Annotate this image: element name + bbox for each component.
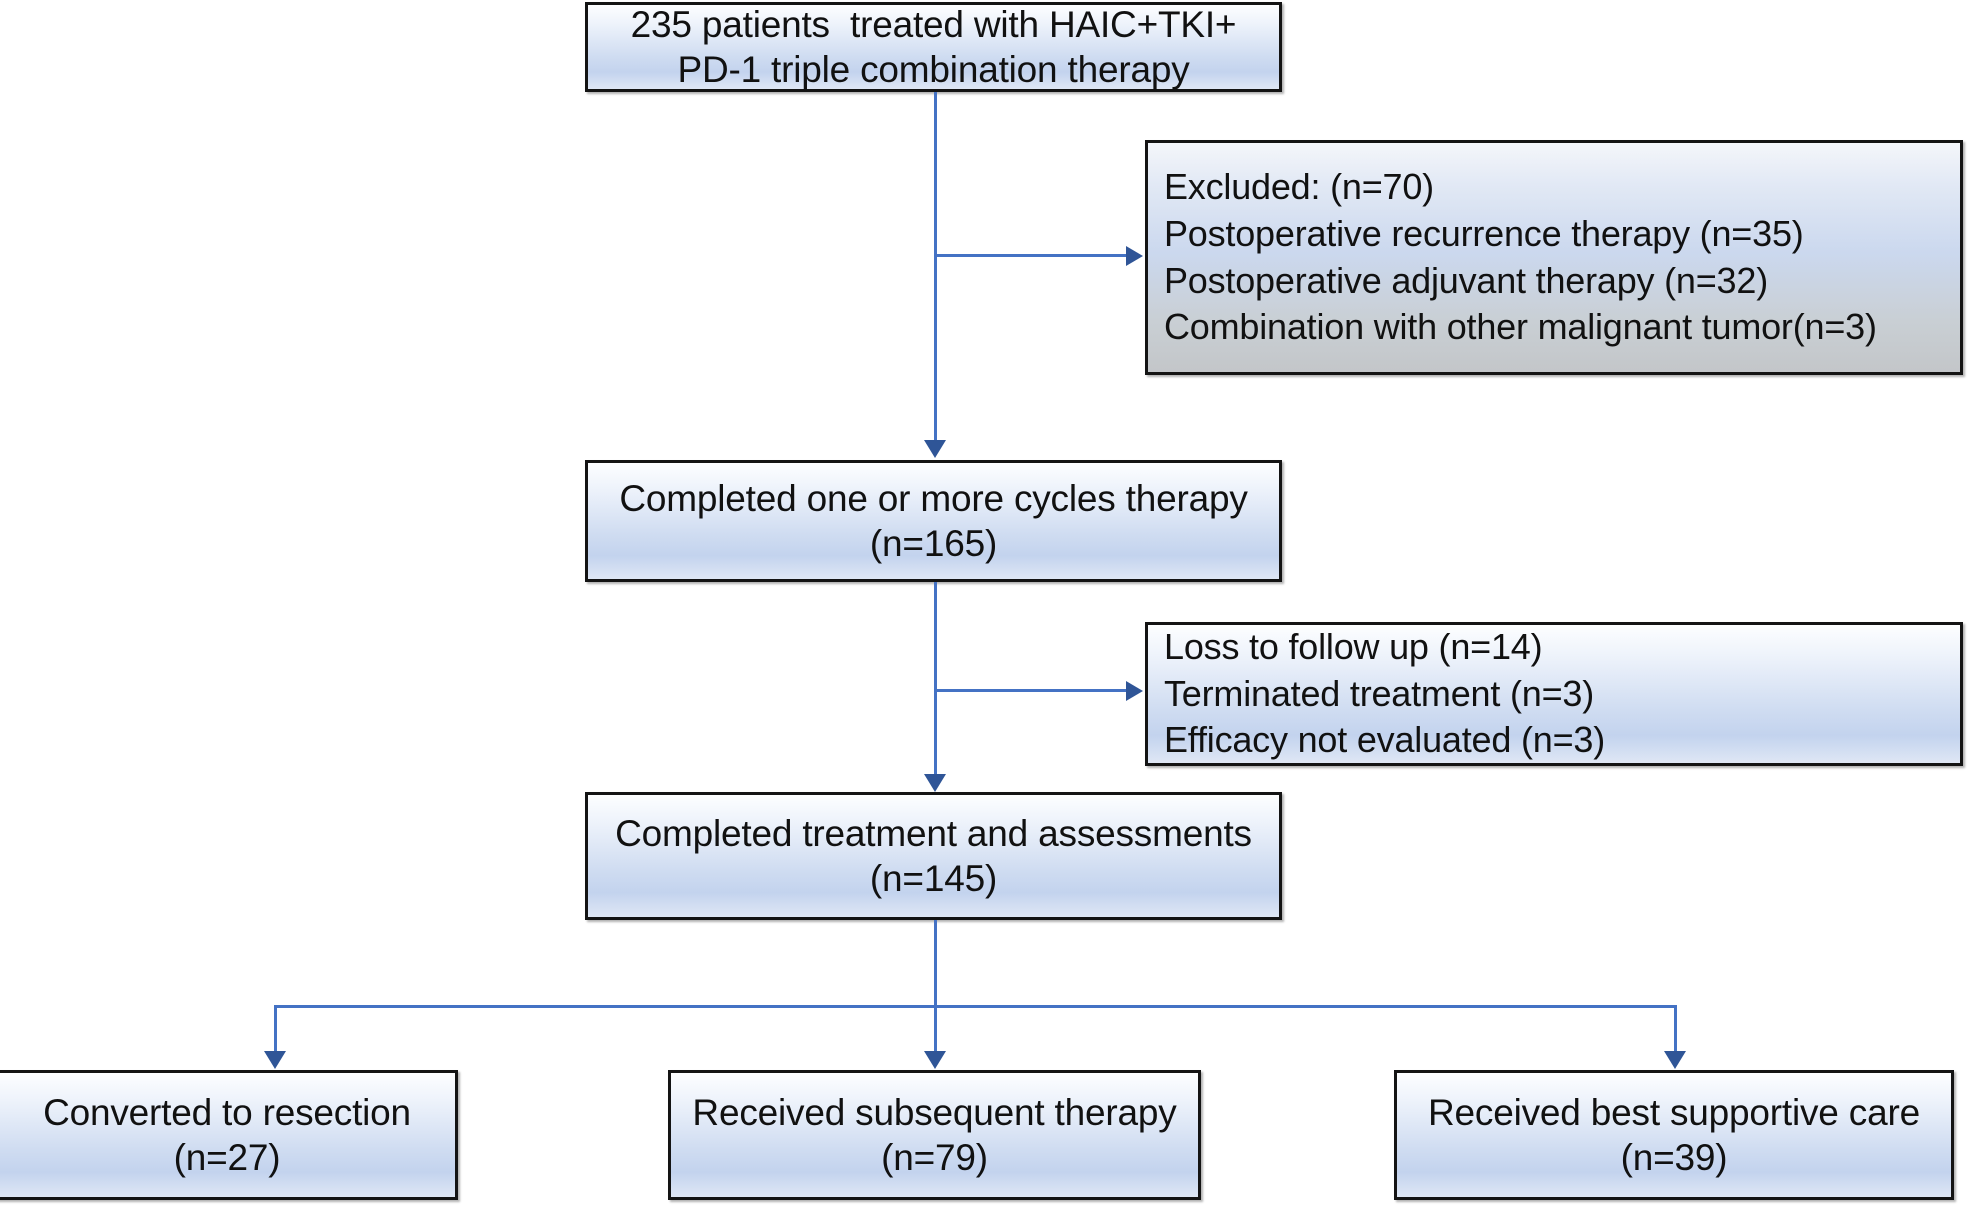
arrowhead-enrolled-to-cycles [924,440,946,458]
node-enrolled: 235 patients treated with HAIC+TKI+ PD-1… [585,2,1282,92]
connector-enrolled-to-cycles [934,92,937,442]
node-completed-cycles-line-1: Completed one or more cycles therapy [619,477,1248,519]
node-excluded-2-line-3: Efficacy not evaluated (n=3) [1164,719,1606,761]
arrowhead-cycles-to-assessments [924,774,946,792]
connector-to-converted-resection [274,1005,277,1055]
connector-split-bar [274,1005,1677,1008]
arrowhead-to-converted-resection [264,1051,286,1069]
node-received-best-supportive-care: Received best supportive care (n=39) [1394,1070,1954,1200]
node-converted-to-resection-line-2: (n=27) [173,1137,281,1178]
node-received-best-supportive-care-line-1: Received best supportive care [1428,1091,1920,1133]
node-excluded-1-line-3: Postoperative adjuvant therapy (n=32) [1164,259,1768,301]
node-excluded-2-line-2: Terminated treatment (n=3) [1164,672,1594,714]
node-enrolled-line-2: PD-1 triple combination therapy [677,49,1190,90]
node-received-subsequent-therapy-line-1: Received subsequent therapy [692,1091,1177,1133]
node-converted-to-resection: Converted to resection (n=27) [0,1070,458,1200]
node-excluded-2-line-1: Loss to follow up (n=14) [1164,625,1543,667]
node-excluded-1-line-4: Combination with other malignant tumor(n… [1164,306,1877,348]
node-excluded-2: Loss to follow up (n=14) Terminated trea… [1145,622,1963,766]
node-enrolled-line-1: 235 patients treated with HAIC+TKI+ [630,3,1237,45]
arrowhead-to-subsequent-therapy [924,1051,946,1069]
node-completed-assessments: Completed treatment and assessments (n=1… [585,792,1282,920]
arrowhead-to-excluded-1 [1126,246,1143,266]
node-completed-assessments-line-2: (n=145) [869,858,998,899]
connector-assessments-trunk [934,920,937,1006]
node-excluded-1-line-1: Excluded: (n=70) [1164,165,1434,207]
node-completed-assessments-line-1: Completed treatment and assessments [615,812,1252,854]
connector-to-subsequent-therapy [934,1005,937,1055]
connector-cycles-to-assessments [934,582,937,776]
connector-to-excluded-1 [934,254,1128,257]
connector-to-excluded-2 [934,689,1128,692]
connector-to-supportive-care [1674,1005,1677,1055]
node-completed-cycles-line-2: (n=165) [869,523,998,564]
node-received-subsequent-therapy-line-2: (n=79) [881,1137,988,1178]
node-excluded-1-line-2: Postoperative recurrence therapy (n=35) [1164,212,1804,254]
node-received-best-supportive-care-line-2: (n=39) [1620,1137,1728,1178]
node-completed-cycles: Completed one or more cycles therapy (n=… [585,460,1282,582]
arrowhead-to-supportive-care [1664,1051,1686,1069]
node-received-subsequent-therapy: Received subsequent therapy (n=79) [668,1070,1201,1200]
node-converted-to-resection-line-1: Converted to resection [43,1091,411,1133]
node-excluded-1: Excluded: (n=70) Postoperative recurrenc… [1145,140,1963,375]
arrowhead-to-excluded-2 [1126,681,1143,701]
